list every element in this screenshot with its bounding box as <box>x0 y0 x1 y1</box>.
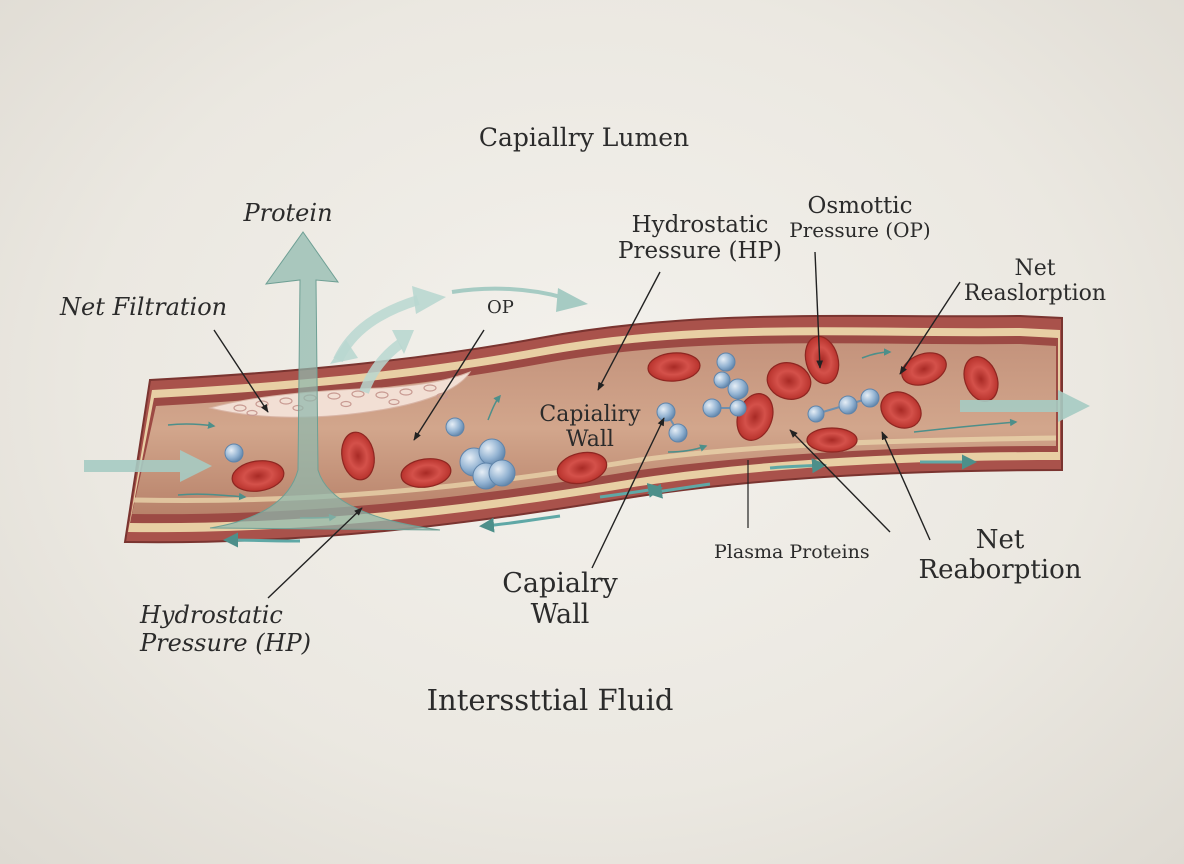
wall-lower-line-2: Wall <box>480 599 640 630</box>
net-reabs-top-line-1: Net <box>940 256 1130 281</box>
protein-molecule <box>728 379 748 399</box>
op-top-line-1: Osmottic <box>760 193 960 219</box>
protein-molecule <box>669 424 687 442</box>
protein-molecule <box>717 353 735 371</box>
hp-bottom-line-2: Pressure (HP) <box>140 630 311 658</box>
protein-molecule <box>808 406 824 422</box>
protein-molecule <box>446 418 464 436</box>
wall-inner-line-1: Capialiry <box>520 402 660 427</box>
net-reabs-bottom-line-2: Reaborption <box>900 556 1100 586</box>
op-small-label: OP <box>487 298 514 319</box>
hp-bottom-line-1: Hydrostatic <box>140 602 311 630</box>
net-reabs-top-line-2: Reaslorption <box>940 281 1130 306</box>
protein-molecule <box>225 444 243 462</box>
net-filtration-label: Net Filtration <box>60 294 227 322</box>
protein-molecule <box>714 372 730 388</box>
capillary-lumen-label: Capiallry Lumen <box>444 124 724 153</box>
capillary-wall-lower-label: Capialry Wall <box>480 568 640 630</box>
protein-molecule <box>730 400 746 416</box>
red-blood-cell <box>807 428 857 452</box>
wall-lower-line-1: Capialry <box>480 568 640 599</box>
protein-label: Protein <box>228 200 348 228</box>
wall-inner-line-2: Wall <box>520 427 660 452</box>
net-reabsorption-bottom-label: Net Reaborption <box>900 526 1100 586</box>
protein-molecule <box>839 396 857 414</box>
protein-molecule <box>489 460 515 486</box>
osmotic-pressure-top-label: Osmottic Pressure (OP) <box>760 193 960 242</box>
op-top-line-2: Pressure (OP) <box>760 219 960 242</box>
capillary-wall-inner-label: Capialiry Wall <box>520 402 660 453</box>
interstitial-fluid-label: Interssttial Fluid <box>390 684 710 717</box>
protein-molecule <box>703 399 721 417</box>
net-reabs-bottom-line-1: Net <box>900 526 1100 556</box>
protein-molecule <box>861 389 879 407</box>
plasma-proteins-label: Plasma Proteins <box>714 542 870 564</box>
net-reabsorption-top-label: Net Reaslorption <box>940 256 1130 307</box>
hydrostatic-pressure-bottom-label: Hydrostatic Pressure (HP) <box>140 602 311 657</box>
